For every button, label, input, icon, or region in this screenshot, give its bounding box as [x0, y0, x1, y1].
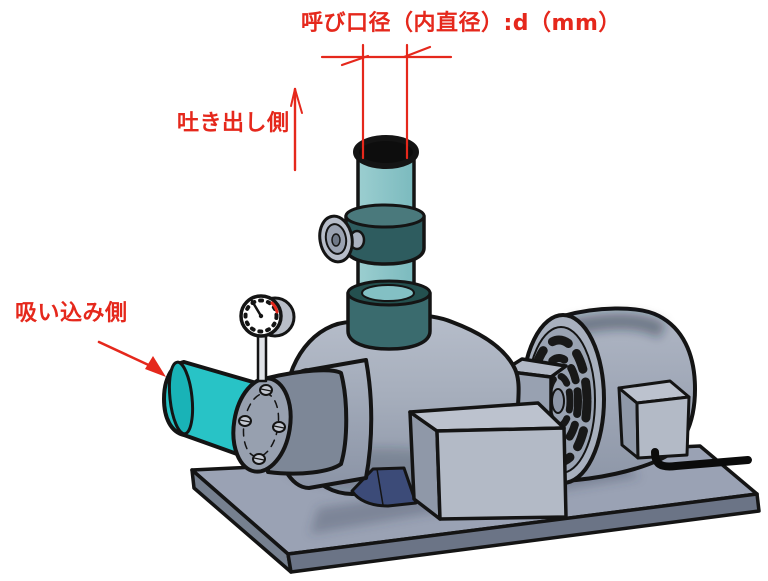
gauge-ticks: [243, 298, 279, 334]
discharge-arrow: [290, 87, 303, 172]
junction-box: [617, 379, 691, 460]
valve-body-band: [344, 203, 426, 266]
suction-flange: [231, 376, 293, 474]
flange-bolts: [238, 384, 286, 465]
terminal-box: [408, 401, 568, 521]
pressure-gauge: [239, 294, 296, 383]
power-cable: [651, 448, 752, 471]
pipe-opening: [353, 135, 419, 169]
discharge-pipe: [318, 135, 432, 351]
nominal-bore-label: 呼び口径（内直径）:d（mm）: [301, 11, 621, 36]
suction-arrow: [97, 340, 166, 377]
suction-pipe-end-cap: [167, 360, 195, 436]
discharge-side-label: 吐き出し側: [177, 111, 290, 136]
dimension-lines: [320, 43, 453, 160]
gauge-needle: [250, 299, 263, 318]
motor-top-shade: [567, 313, 666, 338]
suction-pipe: [162, 360, 255, 461]
pipe-socket: [346, 279, 432, 351]
suction-side-label: 吸い込み側: [15, 301, 128, 326]
gauge-red-zone: [270, 301, 279, 314]
valve-handwheel: [318, 214, 366, 264]
motor-shaft-hub: [551, 388, 565, 414]
gauge-stem: [256, 334, 268, 383]
